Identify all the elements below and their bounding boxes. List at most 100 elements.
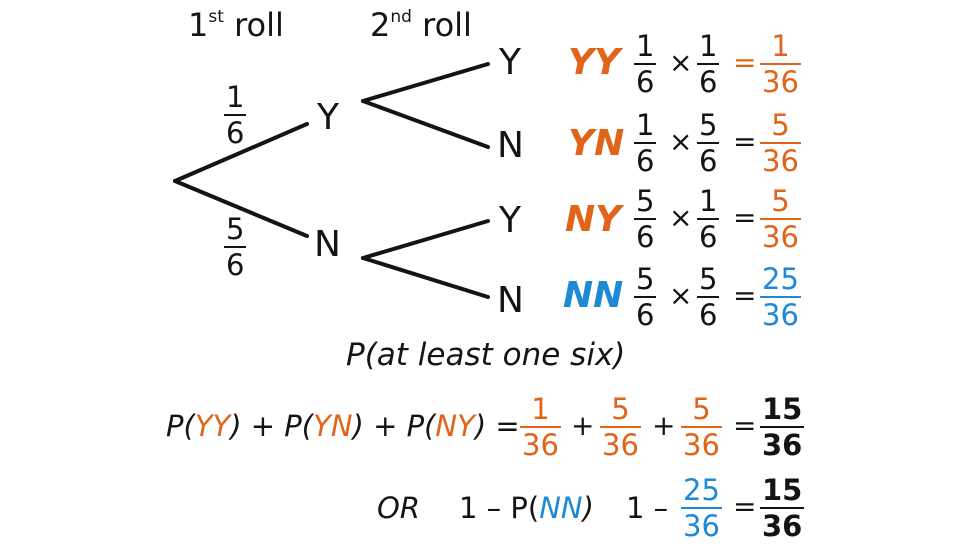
second-roll-header: 2nd roll bbox=[370, 6, 472, 44]
branch-n-to-nn bbox=[361, 256, 490, 299]
leaf-yy: Y bbox=[499, 42, 521, 83]
sum-expression: P(YY) + P(YN) + P(NY) = bbox=[166, 412, 520, 441]
outcome-yn: YN bbox=[313, 409, 353, 443]
fraction-denominator: 6 bbox=[697, 63, 720, 99]
fraction-denominator: 36 bbox=[681, 507, 722, 543]
fraction-denominator: 36 bbox=[760, 218, 801, 254]
fraction-numerator: 1 bbox=[699, 184, 718, 218]
fraction-numerator: 5 bbox=[771, 108, 790, 142]
fraction-denominator: 6 bbox=[634, 296, 657, 332]
fraction-numerator: 1 bbox=[699, 29, 718, 63]
text-part: ) bbox=[582, 491, 594, 525]
node-y: Y bbox=[317, 97, 339, 138]
fraction-numerator: 15 bbox=[762, 473, 803, 507]
second-roll-word: roll bbox=[422, 6, 472, 44]
equals-sign: = bbox=[733, 201, 757, 234]
equals-sign: = bbox=[733, 46, 757, 79]
fraction-numerator: 5 bbox=[692, 392, 711, 426]
fraction-denominator: 6 bbox=[697, 296, 720, 332]
first-roll-word: roll bbox=[234, 6, 284, 44]
fraction-denominator: 6 bbox=[634, 63, 657, 99]
fraction-denominator: 6 bbox=[697, 218, 720, 254]
fraction-denominator: 6 bbox=[634, 142, 657, 178]
fraction-denominator: 36 bbox=[760, 142, 801, 178]
fraction-numerator: 5 bbox=[699, 262, 718, 296]
outcome-nn: NN bbox=[539, 491, 583, 525]
outcome-code: NN bbox=[563, 275, 624, 316]
node-n: N bbox=[314, 224, 341, 265]
branch-root-to-y bbox=[173, 122, 309, 183]
plus-sign: + bbox=[652, 409, 676, 442]
fraction-numerator: 1 bbox=[226, 80, 245, 114]
equals-sign: = bbox=[733, 409, 757, 442]
fraction-numerator: 25 bbox=[683, 473, 720, 507]
fraction-denominator: 6 bbox=[224, 114, 247, 150]
branch-root-to-n bbox=[173, 179, 309, 238]
outcome-code: NY bbox=[565, 199, 622, 240]
equals-sign: = bbox=[733, 125, 757, 158]
leaf-ny: Y bbox=[499, 200, 521, 241]
text-part: P( bbox=[166, 409, 195, 443]
fraction-denominator: 6 bbox=[634, 218, 657, 254]
fraction-denominator: 36 bbox=[520, 426, 561, 462]
first-roll-number: 1 bbox=[188, 6, 209, 44]
first-roll-header: 1st roll bbox=[188, 6, 284, 44]
fraction-numerator: 5 bbox=[226, 212, 245, 246]
calc-title: P(at least one six) bbox=[346, 337, 626, 373]
branch-n-to-ny bbox=[361, 219, 490, 260]
equals-sign: = bbox=[733, 490, 757, 523]
fraction-denominator: 6 bbox=[697, 142, 720, 178]
fraction-numerator: 15 bbox=[762, 392, 803, 426]
fraction-denominator: 36 bbox=[760, 426, 805, 462]
complement-expression: 1 – P(NN) bbox=[459, 494, 594, 523]
branch-y-to-yn bbox=[361, 99, 490, 149]
fraction-numerator: 1 bbox=[771, 29, 790, 63]
times-sign: × bbox=[669, 125, 693, 158]
equals-sign: = bbox=[733, 279, 757, 312]
leaf-yn: N bbox=[497, 125, 524, 166]
outcome-code: YN bbox=[568, 123, 625, 164]
plus-sign: + bbox=[571, 409, 595, 442]
fraction-denominator: 36 bbox=[600, 426, 641, 462]
times-sign: × bbox=[669, 279, 693, 312]
fraction-numerator: 5 bbox=[636, 262, 655, 296]
fraction-numerator: 25 bbox=[762, 262, 799, 296]
fraction-denominator: 6 bbox=[224, 246, 247, 282]
leaf-nn: N bbox=[497, 280, 524, 321]
branch-y-to-yy bbox=[361, 62, 490, 103]
second-roll-number: 2 bbox=[370, 6, 391, 44]
fraction-numerator: 5 bbox=[699, 108, 718, 142]
text-part: ) = bbox=[474, 409, 520, 443]
outcome-yy: YY bbox=[194, 409, 231, 443]
text-part: ) + P( bbox=[352, 409, 436, 443]
fraction-numerator: 1 bbox=[531, 392, 550, 426]
text-part: ) + P( bbox=[230, 409, 314, 443]
or-label: OR bbox=[377, 491, 420, 525]
first-roll-suffix: st bbox=[208, 7, 224, 27]
second-roll-suffix: nd bbox=[390, 7, 412, 27]
fraction-numerator: 1 bbox=[636, 108, 655, 142]
outcome-ny: NY bbox=[435, 409, 475, 443]
times-sign: × bbox=[669, 46, 693, 79]
text-part: 1 – P( bbox=[459, 491, 540, 525]
fraction-denominator: 36 bbox=[681, 426, 722, 462]
fraction-denominator: 36 bbox=[760, 296, 801, 332]
